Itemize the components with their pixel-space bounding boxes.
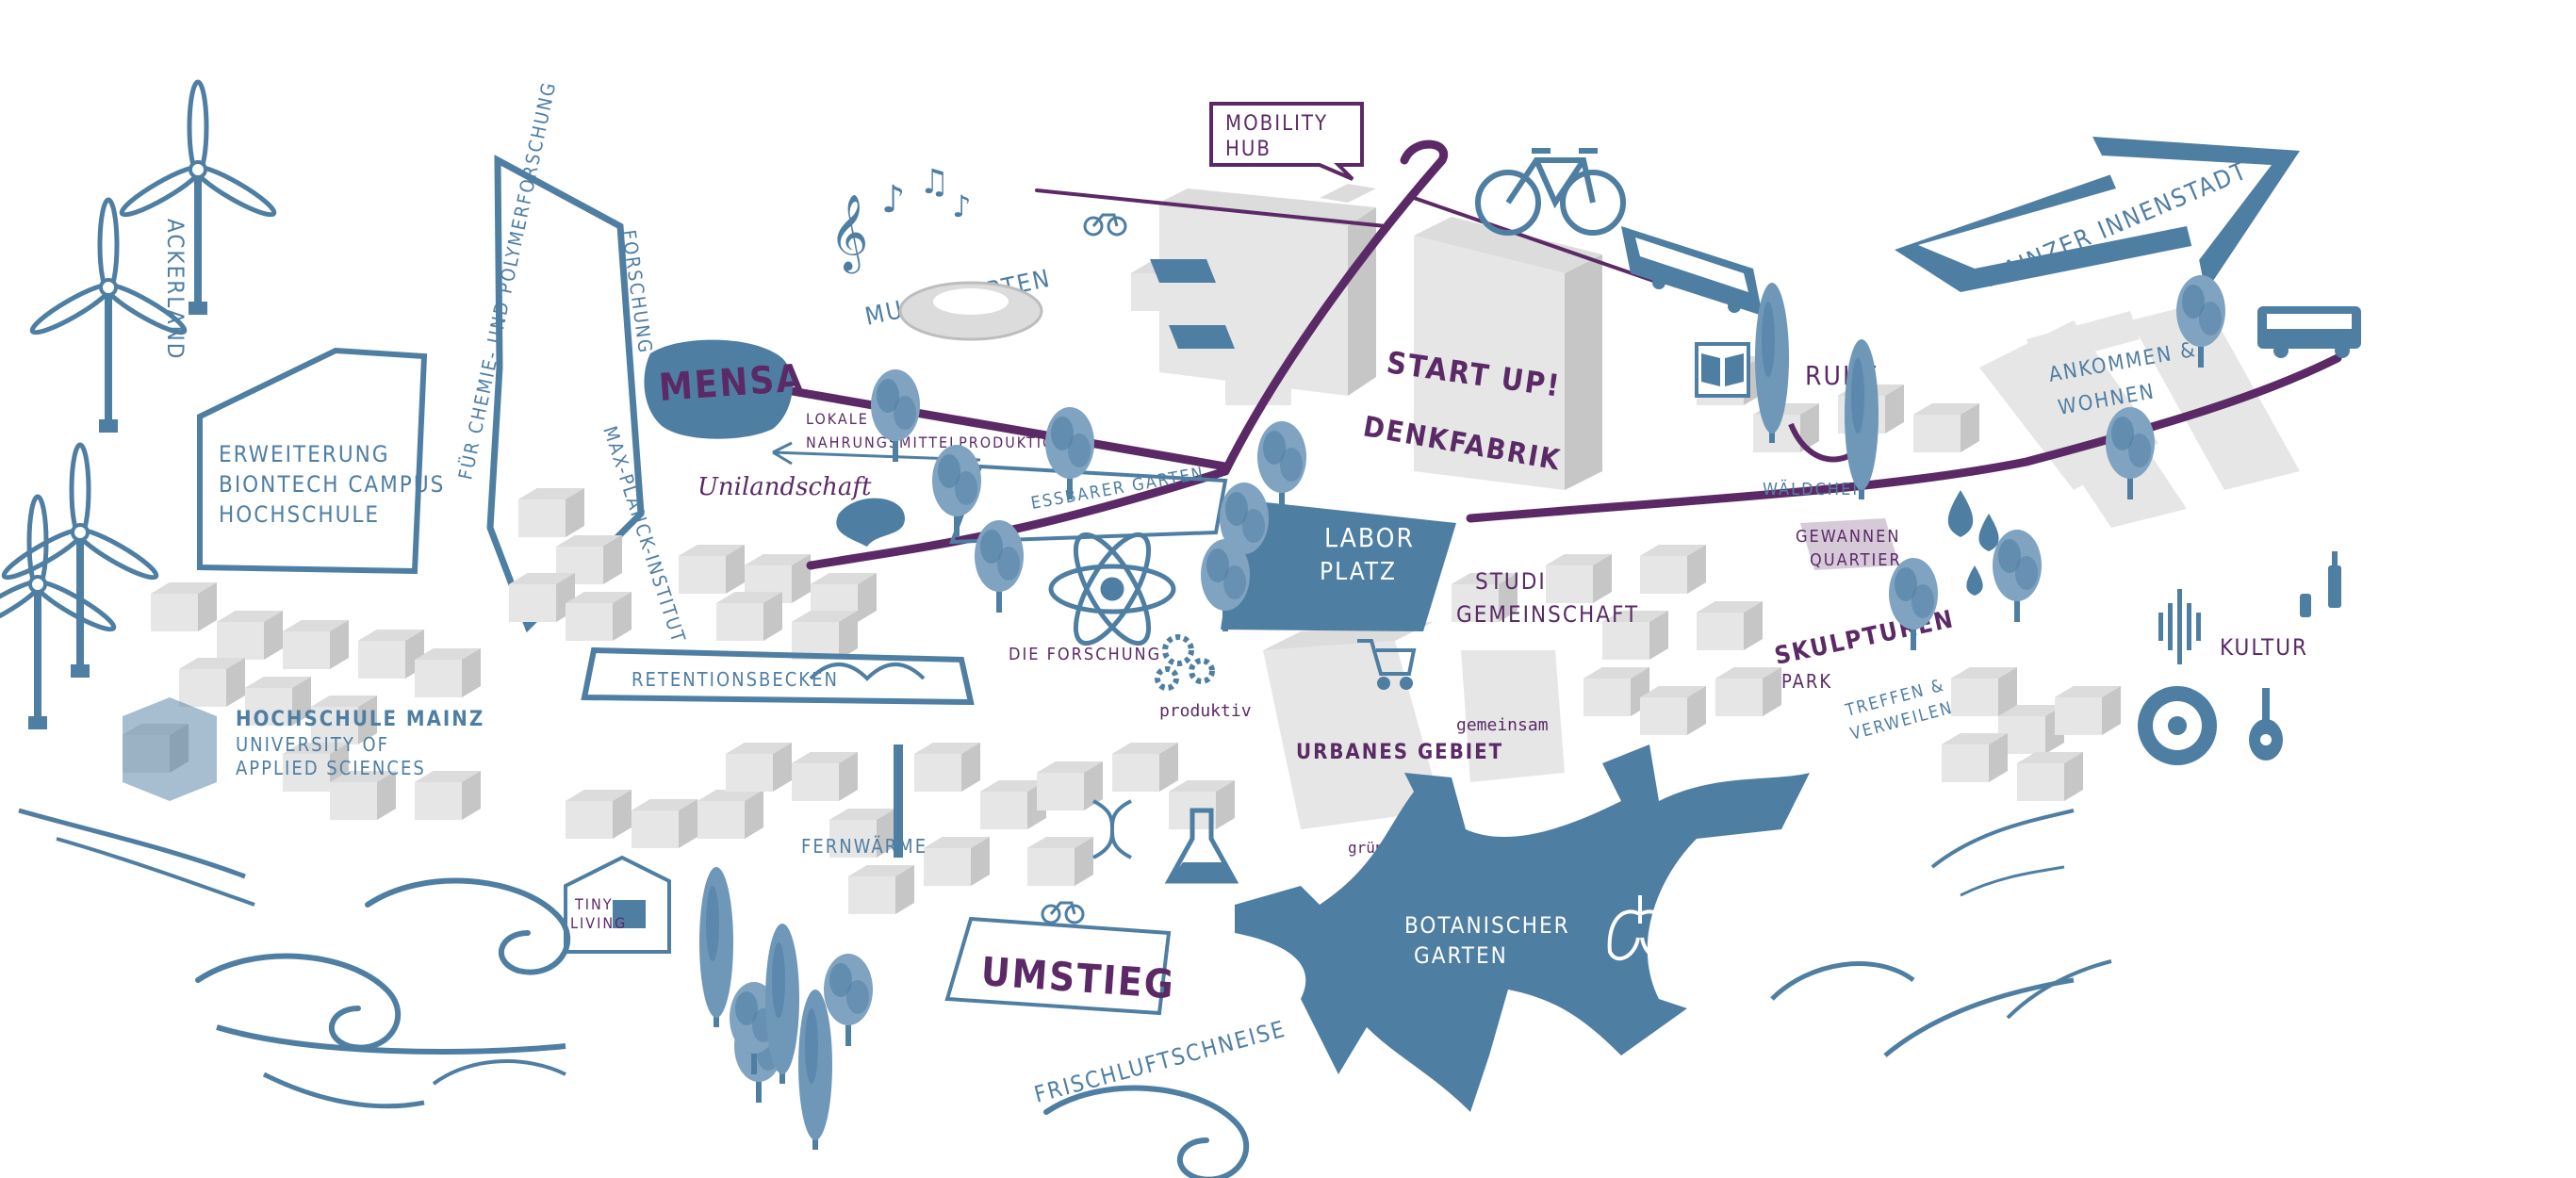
svg-text:♫: ♫ — [919, 163, 949, 202]
svg-text:𝄞: 𝄞 — [829, 193, 868, 273]
bicycle-icon — [1475, 148, 1626, 236]
unilandschaft-label: Unilandschaft — [697, 473, 872, 501]
bus-icon — [2257, 306, 2361, 358]
mensa-label: MENSA — [657, 356, 805, 410]
tiny-house-icon — [564, 855, 671, 954]
svg-text:♪: ♪ — [952, 188, 971, 224]
gewannen-zone — [1800, 518, 1899, 570]
bicycle-icon — [1083, 213, 1127, 237]
frischluft-label: FRISCHLUFTSCHNEISE — [1031, 1016, 1288, 1108]
erweiterung-label-1: ERWEITERUNG — [219, 441, 390, 467]
die-forschung-label: DIE FORSCHUNG — [1009, 645, 1161, 664]
gewannen-label-1: GEWANNEN — [1796, 527, 1900, 547]
studi-label-1: STUDI — [1475, 568, 1547, 595]
fernwaerme-pipe — [894, 744, 903, 858]
dna-icon — [1092, 799, 1132, 859]
lokale-label-1: LOKALE — [806, 410, 869, 428]
erweiterung-label-2: BIONTECH CAMPUS — [219, 471, 445, 498]
train-icon — [1621, 226, 1763, 316]
book-icon — [1695, 342, 1750, 398]
music-note-icon: 𝄞 ♪ ♫ ♪ — [829, 163, 971, 273]
shopping-cart-icon — [1357, 639, 1417, 690]
solar-panel-icon — [1150, 259, 1235, 349]
polymer-label: FÜR CHEMIE- UND POLYMERFORSCHUNG — [453, 79, 560, 482]
mainzer-innenstadt-arrow[interactable] — [1895, 137, 2300, 292]
tiny-label-1: TINY — [574, 895, 614, 913]
produktiv-label: produktiv — [1159, 701, 1252, 721]
bicycle-icon — [1041, 901, 1085, 924]
erweiterung-label-3: HOCHSCHULE — [219, 501, 380, 528]
umstieg-sign[interactable] — [944, 916, 1172, 1016]
hochschule-label-2: UNIVERSITY OF — [236, 733, 389, 756]
hochschule-highlight — [123, 697, 217, 801]
botanischer-label-2: GARTEN — [1414, 942, 1508, 969]
retentionsbecken-label: RETENTIONSBECKEN — [632, 668, 839, 691]
retentionsbecken-zone — [581, 646, 975, 706]
buildings-east — [1942, 667, 2121, 801]
ackerland-label: ACKERLAND — [162, 219, 189, 360]
gemeinsam-label: gemeinsam — [1456, 715, 1549, 735]
mobility-label-2: HUB — [1225, 138, 1272, 161]
labor-platz[interactable] — [1221, 499, 1456, 631]
max-planck-zone — [486, 155, 645, 633]
kultur-label: KULTUR — [2220, 634, 2308, 661]
sound-wave-icon — [2158, 589, 2201, 664]
svg-text:♪: ♪ — [881, 178, 906, 221]
waeldchen-label: WÄLDCHEN — [1763, 480, 1865, 499]
mobility-label-1: MOBILITY — [1225, 112, 1328, 136]
essbarer-garten-zone — [949, 464, 1228, 545]
fernwaerme-label: FERNWÄRME — [801, 835, 927, 858]
hochschule-label-3: APPLIED SCIENCES — [236, 757, 426, 779]
pond-icon — [836, 498, 905, 547]
lokale-label-2: NAHRUNGSMITTELPRODUKTION — [806, 434, 1067, 451]
bottle-icon — [2300, 551, 2341, 617]
gear-icon — [1155, 634, 1215, 691]
buildings-max-planck — [509, 488, 632, 641]
botanischer-garten-star[interactable] — [1235, 744, 1810, 1112]
guitar-icon — [2249, 688, 2283, 761]
hochschule-label-1: HOCHSCHULE MAINZ — [236, 708, 484, 731]
labor-label-1: LABOR — [1324, 522, 1415, 553]
mobility-hub-sign[interactable]: MOBILITY HUB — [1209, 102, 1364, 181]
lungs-icon — [1607, 895, 1673, 961]
flask-icon — [1164, 808, 1239, 884]
vinyl-record-icon — [2138, 686, 2217, 765]
erweiterung-zone — [197, 347, 428, 575]
studi-label-2: GEMEINSCHAFT — [1456, 601, 1639, 628]
urbanes-gebiet-label: URBANES GEBIET — [1296, 741, 1503, 764]
botanischer-label-1: BOTANISCHER — [1404, 912, 1570, 939]
atom-icon — [1048, 532, 1176, 646]
gewannen-label-2: QUARTIER — [1810, 550, 1902, 570]
mensa-zone[interactable] — [644, 339, 793, 439]
water-splash-icon — [809, 663, 926, 681]
park-label: PARK — [1781, 670, 1832, 693]
labor-label-2: PLATZ — [1320, 558, 1397, 586]
wind-swirl-icon — [18, 808, 2112, 1178]
tiny-label-2: LIVING — [570, 914, 627, 932]
